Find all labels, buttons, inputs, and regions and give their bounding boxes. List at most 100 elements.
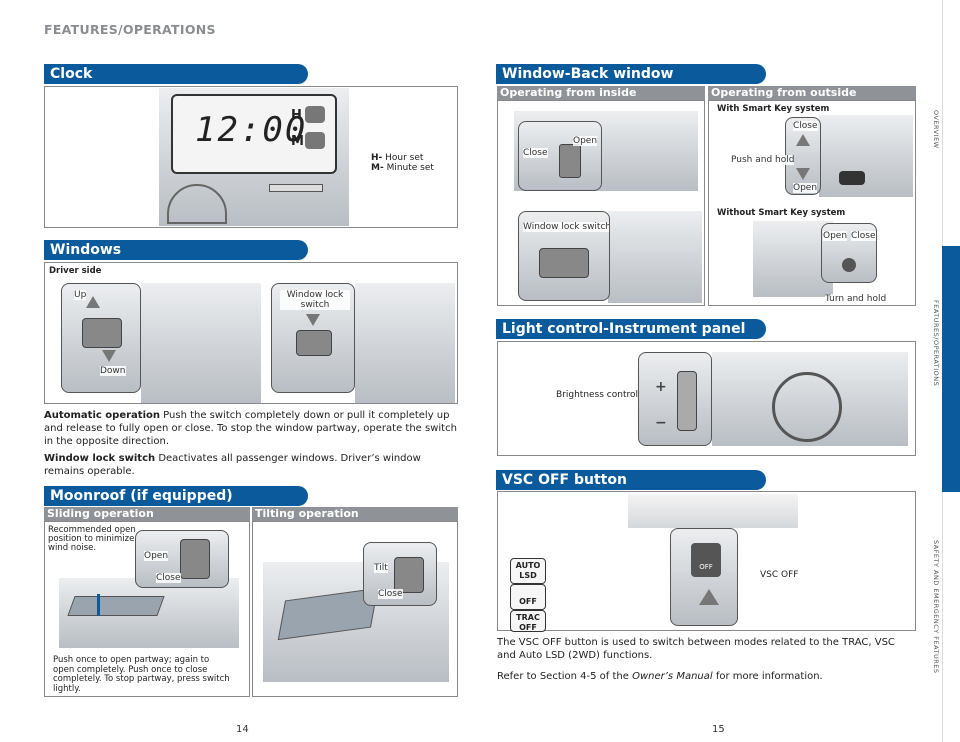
- recommended-text: Recommended open position to minimize wi…: [48, 525, 136, 553]
- steering-wheel-icon-2: [772, 372, 842, 442]
- close-arrow-icon: [796, 134, 810, 146]
- legend-m-text: Minute set: [383, 163, 434, 173]
- clock-legend: H- Hour set M- Minute set: [371, 153, 434, 173]
- driver-side-label: Driver side: [49, 266, 102, 276]
- dash-top-image: [628, 494, 798, 528]
- inside-subbar: Operating from inside: [497, 86, 705, 100]
- brightness-dial-icon: [677, 371, 697, 431]
- keyless-open-label: Open: [823, 231, 848, 241]
- legend-h-key: H-: [371, 153, 383, 163]
- owners-manual-ref: Owner’s Manual: [632, 671, 713, 682]
- light-banner: Light control-Instrument panel: [496, 319, 766, 339]
- sliding-switch-closeup: Open Close: [135, 530, 229, 588]
- trac-label-1: TRAC: [516, 613, 540, 622]
- press-up-arrow-icon: [699, 589, 719, 605]
- page-number-right: 15: [712, 724, 725, 735]
- keyless-close-label: Close: [851, 231, 876, 241]
- clock-dashboard-image: 12:00 H M: [159, 88, 349, 226]
- auto-op-desc: Push the switch completely down or pull …: [44, 410, 457, 447]
- without-smart-heading: Without Smart Key system: [717, 208, 846, 218]
- h-button[interactable]: [305, 106, 325, 123]
- window-switch-icon: [82, 318, 122, 348]
- vsc-banner: VSC OFF button: [496, 470, 766, 490]
- brightness-closeup: + −: [638, 352, 712, 446]
- vsc-desc-1: The VSC OFF button is used to switch bet…: [497, 637, 895, 661]
- down-arrow-icon: [102, 350, 116, 362]
- h-key-label: H: [291, 108, 302, 123]
- smart-key-fob-icon: [839, 171, 865, 185]
- instrument-panel-image: [712, 352, 908, 446]
- vsc-off-indicator-label: OFF: [519, 597, 537, 606]
- trac-label-2: OFF: [519, 623, 537, 632]
- tilt-switch-icon: [394, 557, 424, 593]
- lock-desc: Deactivates all passenger windows. Drive…: [44, 453, 421, 477]
- brightness-label: Brightness control: [556, 390, 638, 400]
- plus-icon: +: [655, 379, 667, 395]
- clock-display: 12:00 H M: [171, 94, 337, 174]
- vsc-off-indicator-icon: OFF: [510, 584, 546, 610]
- push-hold-label: Push and hold: [731, 155, 795, 165]
- vsc-off-button[interactable]: OFF: [691, 543, 721, 577]
- auto-lsd-label-1: AUTO: [515, 561, 541, 570]
- m-key-label: M: [291, 134, 304, 149]
- inside-close-label: Close: [523, 148, 548, 158]
- tab-overview[interactable]: OVERVIEW: [932, 110, 940, 149]
- window-lock-switch-closeup: Window lock switch: [518, 211, 610, 301]
- sliding-roof-image: [59, 578, 239, 648]
- inside-window-lock-label: Window lock switch: [523, 222, 610, 232]
- clock-box: 12:00 H M H- Hour set M- Minute set: [44, 86, 458, 228]
- moonroof-banner: Moonroof (if equipped): [44, 486, 308, 506]
- auto-lsd-label-2: LSD: [519, 571, 537, 580]
- press-arrow-icon: [306, 314, 320, 326]
- window-lock-switch-icon: [296, 330, 332, 356]
- sunroof-panel-icon: [67, 596, 165, 616]
- rear-vehicle-image: [819, 115, 913, 197]
- steering-wheel-icon: [167, 184, 227, 224]
- inside-open-label: Open: [573, 136, 598, 146]
- window-switch-closeup: Up Down: [61, 283, 141, 393]
- legend-h-text: Hour set: [382, 153, 424, 163]
- smart-open-label: Open: [793, 183, 818, 193]
- outside-subbar: Operating from outside: [708, 86, 916, 100]
- vsc-desc-2: Refer to Section 4-5 of the Owner’s Manu…: [497, 670, 916, 683]
- sliding-subbar: Sliding operation: [44, 507, 250, 521]
- minus-icon: −: [655, 415, 667, 431]
- smart-key-heading: With Smart Key system: [717, 104, 830, 114]
- clock-time: 12:00: [195, 110, 308, 150]
- tilt-switch-closeup: Tilt Close: [363, 542, 437, 606]
- close-label: Close: [156, 573, 181, 583]
- active-tab-marker: [942, 246, 960, 492]
- back-window-banner: Window-Back window: [496, 64, 766, 84]
- tab-safety[interactable]: SAFETY AND EMERGENCY FEATURES: [932, 540, 940, 674]
- window-lock-closeup: Window lock switch: [271, 283, 355, 393]
- auto-op-text: Automatic operation Push the switch comp…: [44, 409, 458, 448]
- legend-m-key: M-: [371, 163, 384, 173]
- m-button[interactable]: [305, 132, 325, 149]
- outside-box: With Smart Key system Close Push and hol…: [708, 100, 916, 306]
- lock-switch-icon: [539, 248, 589, 278]
- push-instructions: Push once to open partway; again to open…: [53, 655, 230, 694]
- driver-door-image-2: [355, 283, 455, 403]
- up-label: Up: [74, 290, 87, 300]
- open-label: Open: [144, 551, 169, 561]
- smart-close-label: Close: [793, 121, 818, 131]
- driver-door-image: [141, 283, 261, 403]
- vsc-button-closeup: OFF: [670, 528, 738, 626]
- tab-features[interactable]: FEATURES/OPERATIONS: [932, 300, 940, 387]
- open-arrow-icon: [796, 168, 810, 180]
- door-panel-image: [608, 211, 702, 303]
- inside-box: Close Open Window lock switch: [497, 100, 705, 306]
- rear-vehicle-image-2: [753, 221, 833, 297]
- lock-text: Window lock switch Deactivates all passe…: [44, 452, 458, 478]
- clock-banner: Clock: [44, 64, 308, 84]
- windows-box: Driver side Up Down Window lock switch: [44, 262, 458, 404]
- vsc-desc-2a: Refer to Section 4-5 of the: [497, 671, 633, 682]
- window-lock-label: Window lock switch: [280, 290, 350, 310]
- tilting-subbar: Tilting operation: [252, 507, 458, 521]
- vsc-off-label: VSC OFF: [760, 570, 799, 580]
- up-arrow-icon: [86, 296, 100, 308]
- page-number-left: 14: [236, 724, 249, 735]
- section-header: FEATURES/OPERATIONS: [44, 22, 216, 37]
